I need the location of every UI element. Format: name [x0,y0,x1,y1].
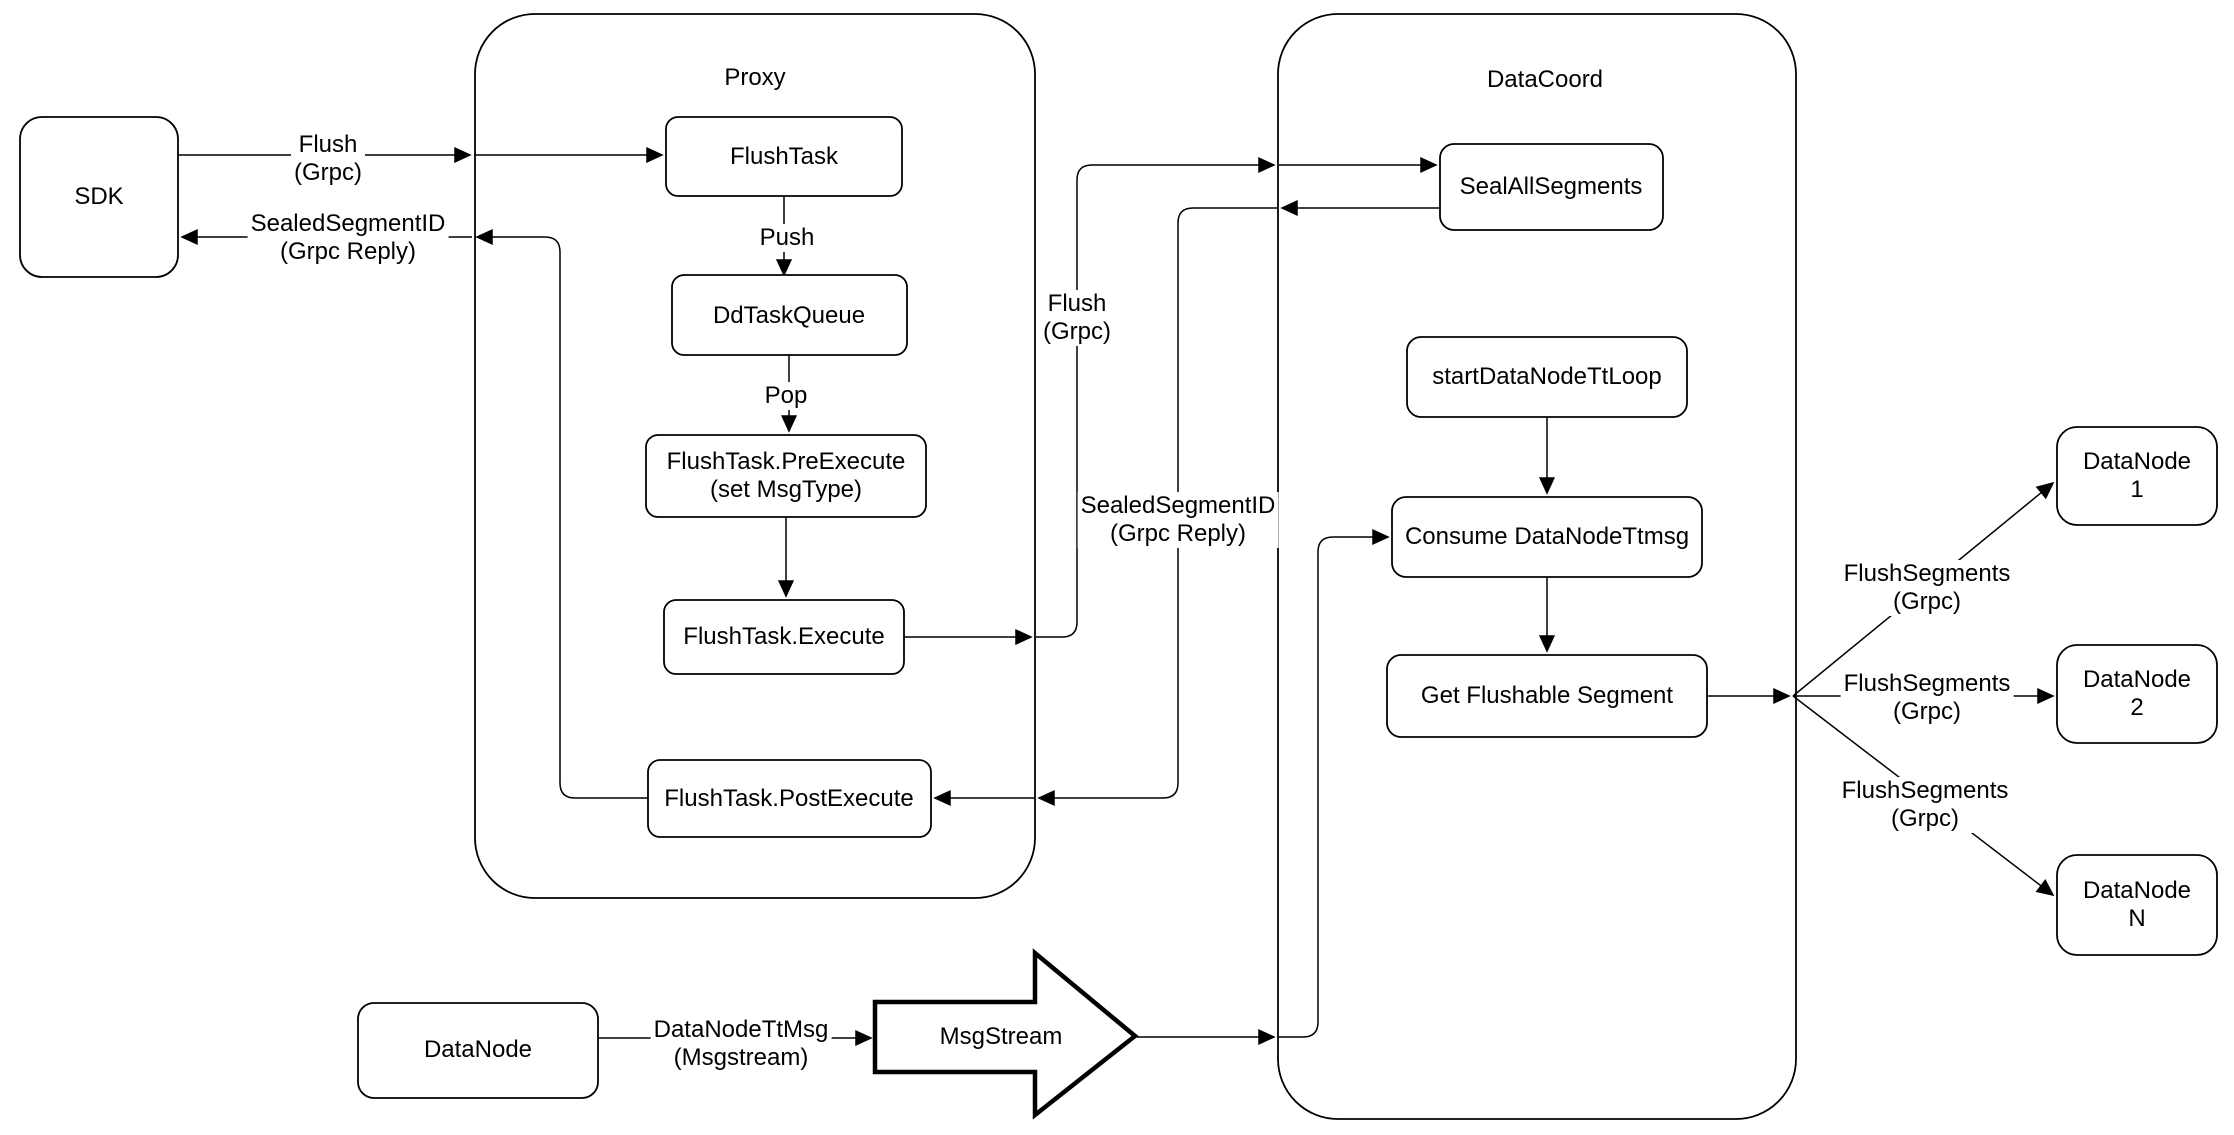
pop-edge-label: Pop [761,382,811,410]
edges [178,146,2055,1047]
edge-execute-to-datacoord-border [1036,156,1276,638]
sealedsegmentid-mid-edge-label: SealedSegmentID (Grpc Reply) [1077,492,1279,548]
getflushablesegment-label: Get Flushable Segment [1420,682,1674,709]
datanode-node [357,1002,599,1099]
postexecute-label: FlushTask.PostExecute [664,785,914,812]
flush-grpc-mid-edge-label: Flush (Grpc) [1040,290,1114,346]
preexecute-node [645,434,927,518]
edge-postexecute-to-proxy-border [475,228,648,799]
ddtaskqueue-label: DdTaskQueue [712,302,866,329]
datanoden-label: DataNode N [2082,877,2192,932]
push-edge-label: Push [756,224,818,252]
datanode1-label: DataNode 1 [2082,448,2192,503]
msgstream-arrow-shape [872,948,1139,1120]
execute-label: FlushTask.Execute [683,623,885,650]
getflushablesegment-node [1386,654,1708,738]
flushtask-node [665,116,903,197]
consumedatanodettmsg-label: Consume DataNodeTtmsg [1404,523,1690,550]
postexecute-node [647,759,932,838]
datacoord-container [1277,13,1797,1120]
flushtask-label: FlushTask [729,143,839,170]
datanode2-node [2056,644,2218,744]
datanode2-label: DataNode 2 [2082,666,2192,721]
startdatanodettloop-label: startDataNodeTtLoop [1432,363,1662,390]
flush-grpc-sdk-edge-label: Flush (Grpc) [291,131,365,187]
datanodettmsg-edge-label: DataNodeTtMsg (Msgstream) [650,1016,832,1072]
preexecute-label: FlushTask.PreExecute (set MsgType) [666,448,906,503]
sdk-label: SDK [74,183,124,210]
sdk-node [19,116,179,278]
startdatanodettloop-node [1406,336,1688,418]
edge-border-to-consume [1278,528,1390,1038]
sealallsegments-label: SealAllSegments [1459,173,1643,200]
execute-node [663,599,905,675]
flushsegments-1-edge-label: FlushSegments (Grpc) [1840,560,2014,616]
datanoden-node [2056,854,2218,956]
datanode-label: DataNode [423,1036,533,1063]
node-boxes [19,116,2218,1099]
proxy-container-title: Proxy [724,64,786,91]
flushsegments-3-edge-label: FlushSegments (Grpc) [1838,777,2012,833]
flushsegments-2-edge-label: FlushSegments (Grpc) [1840,670,2014,726]
datanode1-node [2056,426,2218,526]
proxy-container [474,13,1036,899]
consumedatanodettmsg-node [1391,496,1703,578]
msgstream-label: MsgStream [939,1023,1063,1050]
sealallsegments-node [1439,143,1664,231]
ddtaskqueue-node [671,274,908,356]
datacoord-container-title: DataCoord [1486,66,1604,93]
sealedsegmentid-sdk-edge-label: SealedSegmentID (Grpc Reply) [247,210,449,266]
